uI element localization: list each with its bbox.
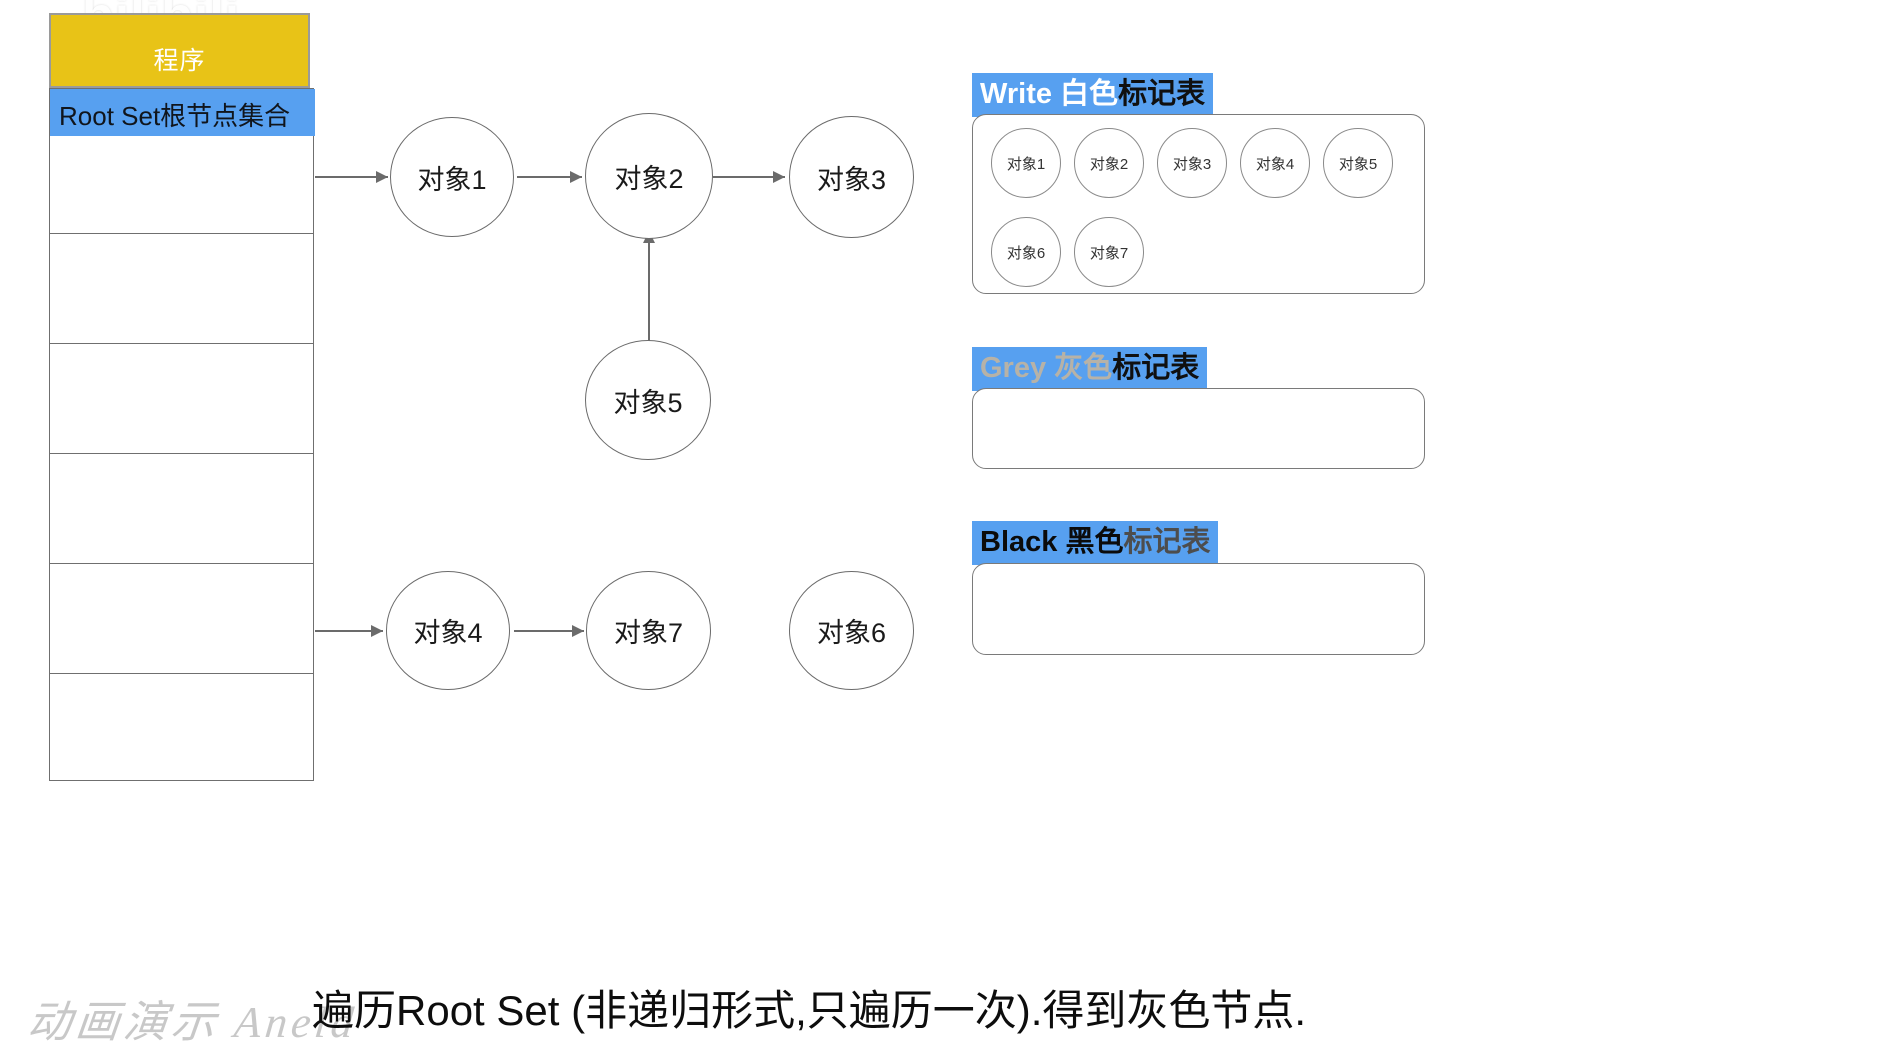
graph-node-obj5[interactable]: 对象5 <box>585 340 711 460</box>
white-chip-label: 对象3 <box>1172 155 1212 173</box>
program-box: 程序 <box>49 13 310 88</box>
graph-node-label: 对象7 <box>613 618 684 648</box>
white-marker-panel: 对象1 对象2 对象3 对象4 对象5 对象6 对象7 <box>972 114 1425 294</box>
graph-node-label: 对象2 <box>614 163 684 194</box>
bottom-watermark: 动画演示 Aneld <box>24 998 360 1047</box>
root-set-header: Root Set根节点集合 <box>50 89 315 136</box>
white-chip[interactable]: 对象6 <box>991 217 1061 287</box>
white-chip-label: 对象1 <box>1006 155 1046 173</box>
graph-node-label: 对象3 <box>816 164 887 195</box>
white-table-title: Write 白色标记表 <box>972 73 1214 118</box>
white-chip[interactable]: 对象3 <box>1157 128 1227 198</box>
grey-table-title: Grey 灰色标记表 <box>972 347 1208 392</box>
root-set-row <box>50 344 313 454</box>
graph-node-label: 对象4 <box>413 618 483 648</box>
root-set-row <box>50 136 313 234</box>
white-chip[interactable]: 对象1 <box>991 128 1061 198</box>
root-set-row <box>50 674 313 780</box>
white-chip-label: 对象6 <box>1006 244 1046 262</box>
black-table-title-en: Black <box>980 526 1066 558</box>
white-chip-label: 对象2 <box>1089 155 1129 173</box>
graph-node-label: 对象5 <box>613 387 683 418</box>
root-set-row <box>50 564 313 674</box>
root-set-row <box>50 454 313 564</box>
white-chip[interactable]: 对象7 <box>1074 217 1144 287</box>
graph-node-obj4[interactable]: 对象4 <box>386 571 510 690</box>
black-table-title: Black 黑色标记表 <box>972 521 1219 566</box>
white-table-title-colour: 白色 <box>1060 78 1119 110</box>
graph-node-label: 对象1 <box>417 164 487 195</box>
grey-table-title-colour: 灰色 <box>1054 352 1113 384</box>
white-table-title-en: Write <box>980 78 1061 110</box>
white-chip[interactable]: 对象2 <box>1074 128 1144 198</box>
graph-node-label: 对象6 <box>816 618 887 648</box>
black-table-title-colour: 黑色 <box>1065 526 1124 558</box>
root-set-table: Root Set根节点集合 <box>49 88 315 781</box>
black-marker-panel <box>972 563 1425 655</box>
white-chip[interactable]: 对象5 <box>1323 128 1393 198</box>
root-set-header-label: Root Set根节点集合 <box>59 101 291 131</box>
graph-node-obj1[interactable]: 对象1 <box>390 117 514 237</box>
white-chip-label: 对象7 <box>1089 244 1129 262</box>
white-table-title-tail: 标记表 <box>1118 78 1206 110</box>
grey-marker-panel <box>972 388 1425 469</box>
grey-table-title-tail: 标记表 <box>1112 352 1200 384</box>
white-chip[interactable]: 对象4 <box>1240 128 1310 198</box>
program-label: 程序 <box>153 47 206 75</box>
graph-node-obj6[interactable]: 对象6 <box>789 571 914 690</box>
black-table-title-tail: 标记表 <box>1123 526 1211 558</box>
white-chip-label: 对象4 <box>1255 155 1295 173</box>
white-chip-label: 对象5 <box>1338 155 1378 173</box>
caption-text: 遍历Root Set (非递归形式,只遍历一次).得到灰色节点. <box>312 987 1307 1034</box>
grey-table-title-en: Grey <box>980 352 1055 384</box>
root-set-row <box>50 234 313 344</box>
graph-node-obj3[interactable]: 对象3 <box>789 116 914 238</box>
graph-node-obj2[interactable]: 对象2 <box>585 113 713 239</box>
graph-node-obj7[interactable]: 对象7 <box>586 571 711 690</box>
